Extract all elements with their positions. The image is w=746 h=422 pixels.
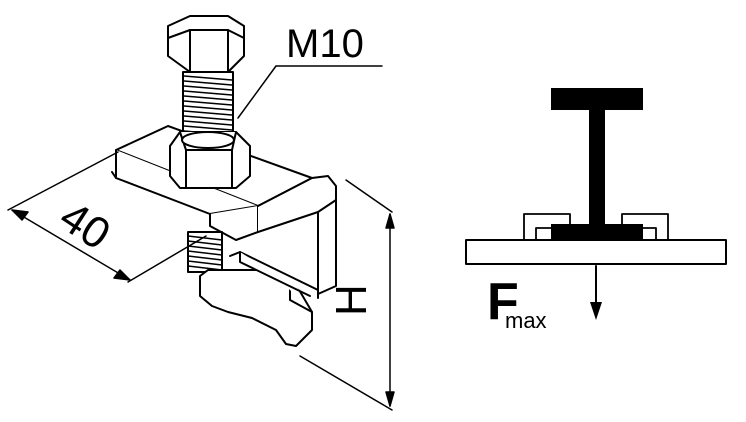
force-subscript-label: max [505,308,547,333]
clamp-bracket-right [621,213,669,241]
beam-clamp-isometric [111,15,337,347]
bolt-shank-lower [187,231,223,273]
bolt-hex-head [167,15,245,73]
force-symbol-label: F [487,273,519,331]
load-schematic [465,88,727,320]
pressure-jaw [199,251,319,347]
height-dimension-label: H [327,284,376,316]
force-arrow-icon [590,265,602,320]
i-beam [551,88,643,240]
locking-nut [169,131,251,189]
base-plate [465,239,727,265]
dimension-40 [7,151,207,283]
bolt-shank-upper [182,71,234,141]
m10-leader [237,65,383,119]
bolt-size-label: M10 [286,22,364,66]
dimension-h [299,179,395,411]
clamp-bracket-left [523,213,571,241]
